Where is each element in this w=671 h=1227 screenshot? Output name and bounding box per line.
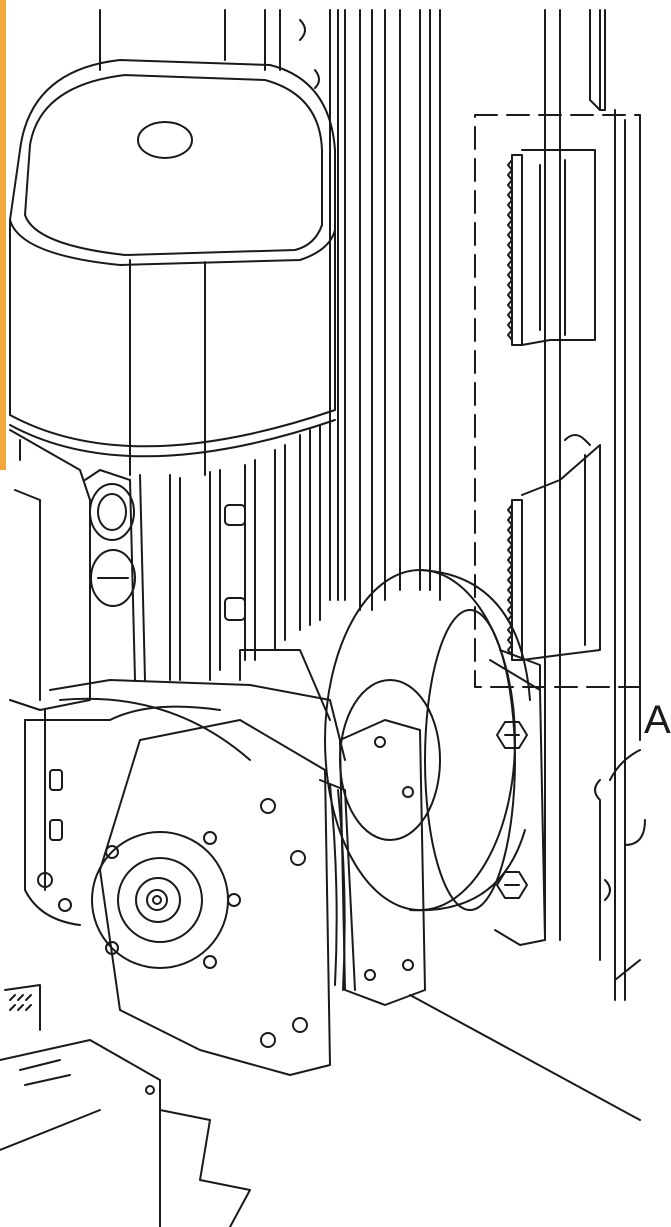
bracket-plate (489, 659, 546, 946)
base-plate (0, 984, 641, 1227)
cable-gland-upper (89, 483, 135, 541)
adaptor-plate (319, 719, 426, 1006)
hex-bolt-upper (496, 721, 528, 749)
motor-cooling-fins (129, 424, 321, 681)
page-edge-accent (0, 0, 6, 470)
motor-top-cap (9, 59, 336, 476)
cable-gland-lower (90, 549, 136, 607)
detail-callout-label: A (644, 698, 671, 742)
gearbox-housing (24, 649, 346, 926)
vertical-column (99, 9, 441, 611)
detail-frame-a (474, 114, 641, 688)
terminal-box (9, 429, 131, 711)
toothed-rack (499, 149, 601, 691)
coupling-flange (324, 569, 531, 912)
gearbox-output-flange (91, 719, 331, 1076)
